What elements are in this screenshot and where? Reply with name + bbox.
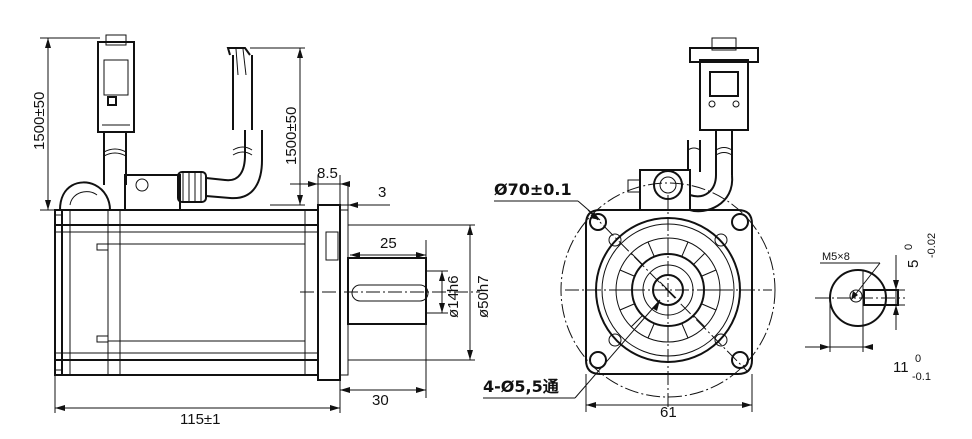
front-power-connector — [639, 169, 691, 211]
shaft-detail: M5×8 5 0 -0.02 11 0 -0.1 — [805, 233, 938, 383]
dim-mounting-holes: 4-Ø5,5通 — [483, 377, 559, 396]
power-connector — [124, 174, 181, 211]
dim-key-depth-tol-upper: 0 — [915, 353, 921, 365]
dim-flange-width: 61 — [660, 404, 677, 421]
dim-key-depth-tol-lower: -0.1 — [912, 371, 931, 383]
mounting-hole-tr — [731, 213, 749, 231]
encoder-cable-bend — [59, 181, 111, 211]
mounting-hole-br — [731, 351, 749, 369]
mounting-hole-bl — [589, 351, 607, 369]
dim-spigot-diameter: ø50h7 — [475, 275, 492, 318]
dim-shaft-diameter: ø14h6 — [445, 275, 462, 318]
side-view: 1500±50 1500±50 8.5 3 25 ø14h6 — [31, 34, 492, 428]
dim-spigot-height: 3 — [378, 184, 386, 201]
dim-thread: M5×8 — [822, 251, 850, 263]
motor-body-outline — [54, 209, 319, 376]
dim-bolt-circle: Ø70±0.1 — [494, 180, 572, 199]
dim-shaft-length: 30 — [372, 392, 389, 409]
encoder-plug — [97, 41, 135, 133]
dim-key-depth: 11 — [893, 359, 909, 376]
cable-end — [226, 47, 251, 56]
front-view: Ø70±0.1 4-Ø5,5通 61 — [483, 37, 776, 421]
dim-key-height-tol-lower: -0.02 — [926, 233, 938, 258]
dim-cable-length-right: 1500±50 — [283, 107, 300, 165]
mounting-hole-tl — [589, 213, 607, 231]
dim-shaft-key-length: 25 — [380, 235, 397, 252]
dim-cable-length-left: 1500±50 — [31, 92, 48, 150]
power-cable-bend — [205, 130, 246, 182]
motor-shaft — [347, 257, 427, 325]
dim-flange-thickness: 8.5 — [317, 165, 338, 182]
dim-key-height-tol-upper: 0 — [903, 244, 915, 250]
dim-body-length: 115±1 — [180, 411, 221, 428]
front-flange — [585, 209, 753, 375]
dim-key-height: 5 — [905, 260, 922, 268]
front-encoder-plug — [699, 59, 749, 131]
shaft-keyway — [351, 284, 429, 302]
